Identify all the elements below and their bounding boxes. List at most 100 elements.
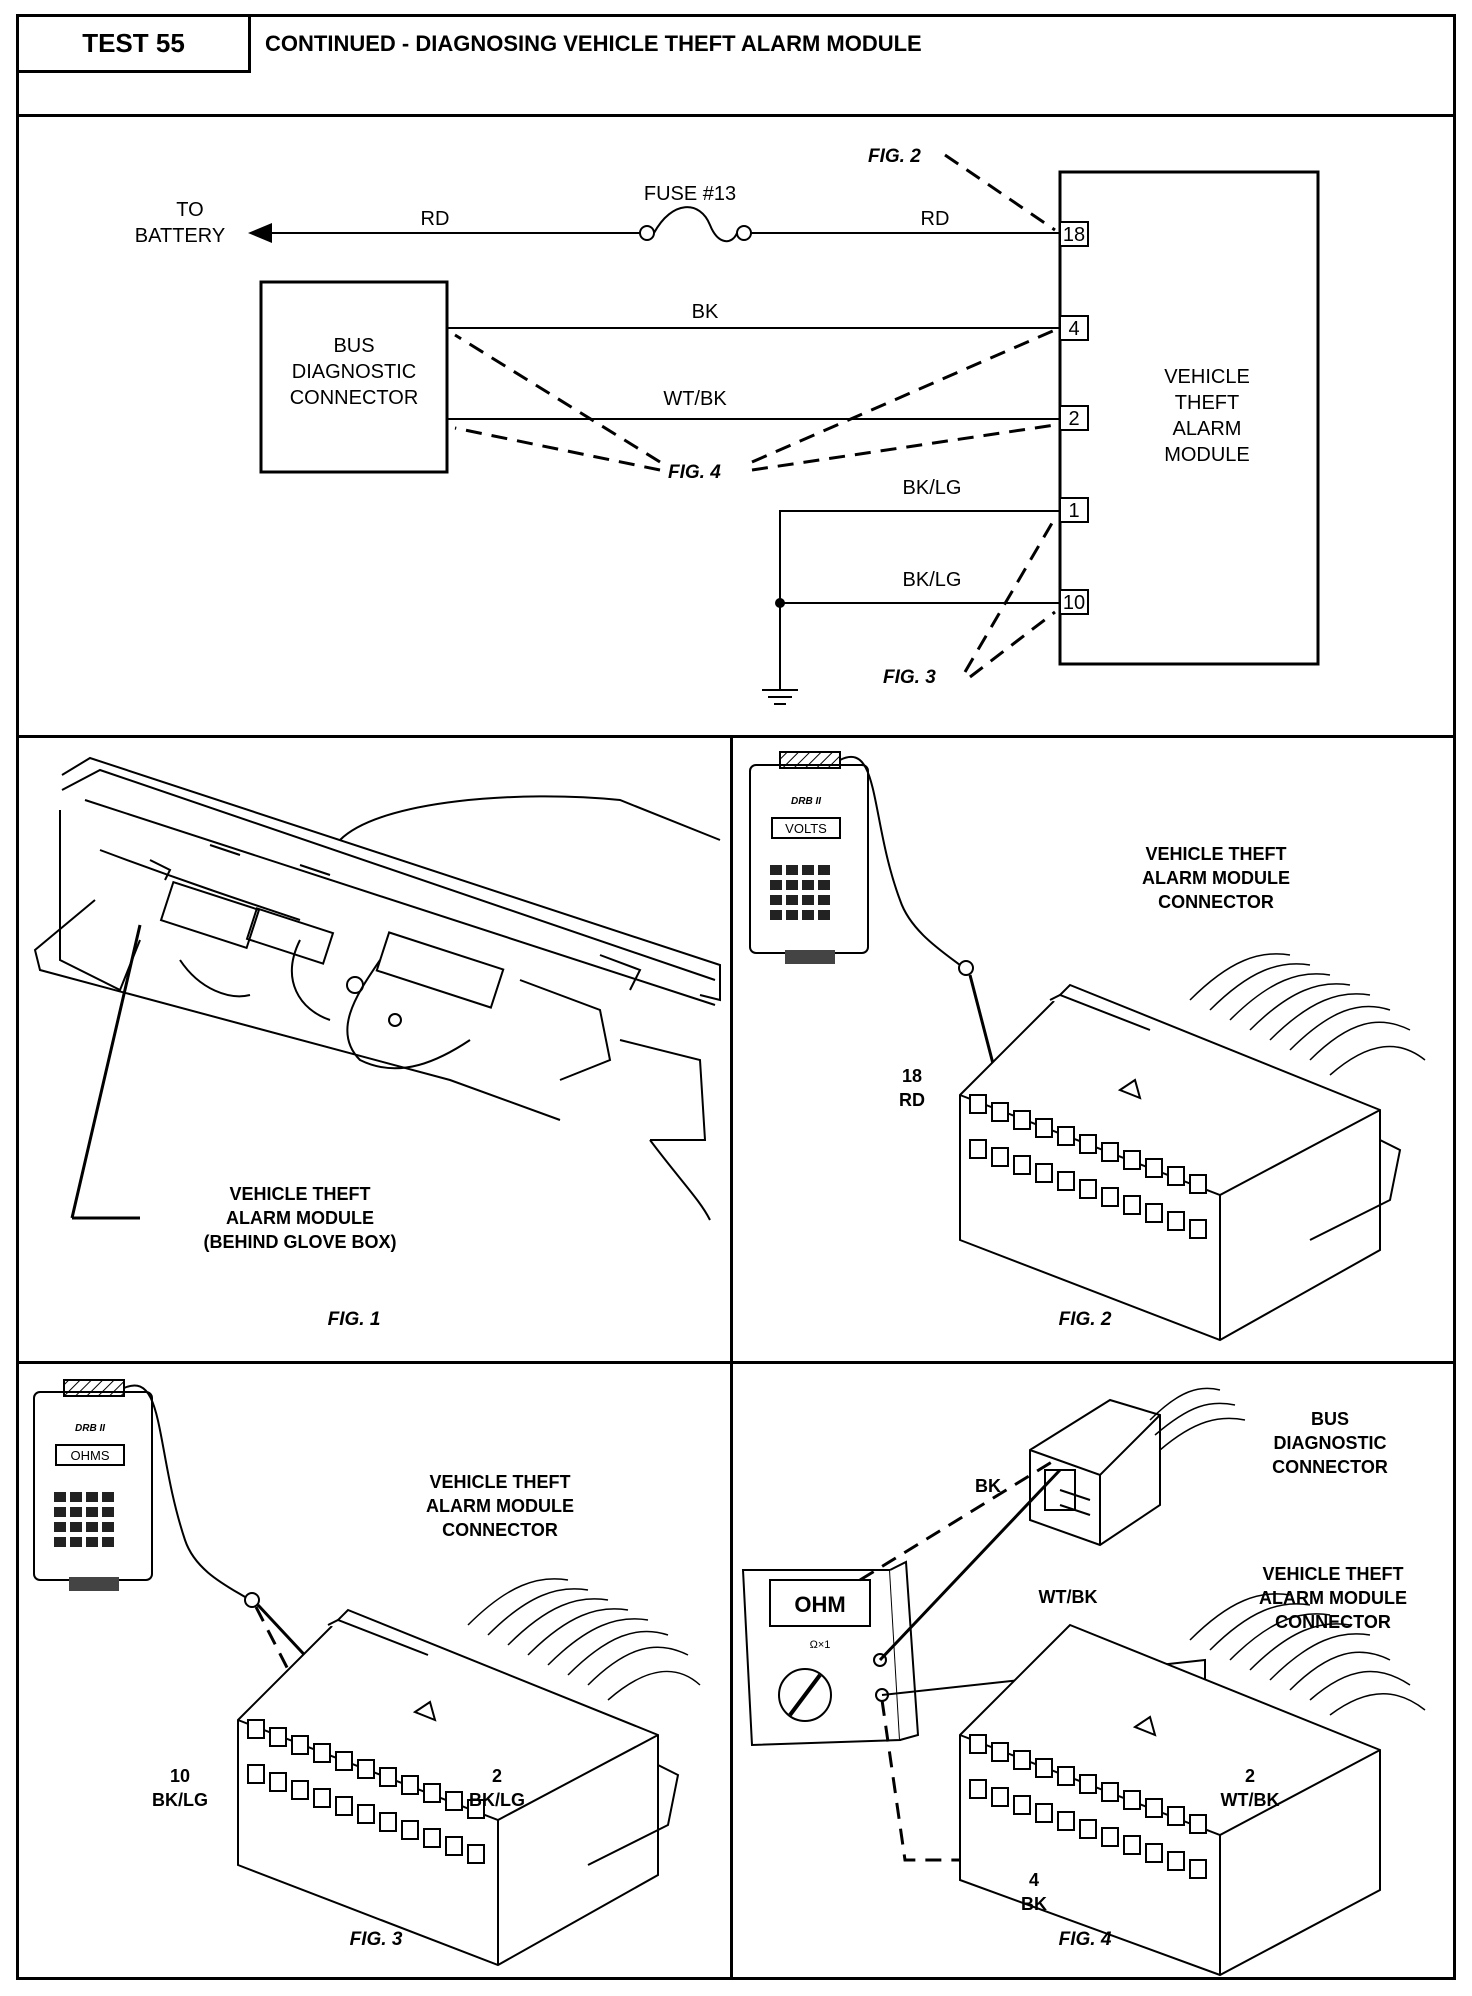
fig2-alarm-module-connector bbox=[959, 953, 1426, 1342]
fig4-wtbk-label: WT/BK bbox=[1039, 1587, 1098, 1607]
fig4-pin-b-number: 4 bbox=[1029, 1870, 1039, 1890]
svg-text:4: 4 bbox=[1068, 318, 1079, 340]
fig3-pin-a-number: 10 bbox=[170, 1766, 190, 1786]
fig4-bus-label-1: BUS bbox=[1311, 1409, 1349, 1429]
fig4-pin-b-color: BK bbox=[1021, 1894, 1047, 1914]
fig2-meter-brand: DRB II bbox=[791, 796, 821, 807]
pin-2: 2 bbox=[1059, 405, 1089, 431]
svg-text:2: 2 bbox=[1068, 408, 1079, 430]
pin-4: 4 bbox=[1059, 315, 1089, 341]
fig4-bk-label: BK bbox=[975, 1476, 1001, 1496]
fig2-caption: FIG. 2 bbox=[1059, 1309, 1112, 1330]
fuse-terminal-right bbox=[736, 225, 752, 241]
fig4-ohmmeter: OHM Ω×1 bbox=[741, 1560, 920, 1747]
fig1-callout-2: ALARM MODULE bbox=[226, 1208, 374, 1228]
fig3-pin-row bbox=[247, 1719, 485, 1864]
wire-rd-right-label: RD bbox=[921, 208, 950, 230]
svg-text:1: 1 bbox=[1068, 500, 1079, 522]
wiring-schematic: TO BATTERY RD FUSE #13 RD BUS DIAGNOSTIC… bbox=[135, 146, 1320, 705]
fig3-meter-mode: OHMS bbox=[71, 1448, 110, 1463]
fig4-caption: FIG. 4 bbox=[1059, 1929, 1112, 1950]
meter-connector-icon bbox=[63, 1379, 125, 1397]
fig4-pin-a-number: 2 bbox=[1245, 1766, 1255, 1786]
fig3-connector-label-2: ALARM MODULE bbox=[426, 1496, 574, 1516]
pin-1: 1 bbox=[1059, 497, 1089, 523]
fig2-leader bbox=[944, 153, 1056, 232]
wire-bklg-label-2: BK/LG bbox=[903, 569, 962, 591]
bus-diagnostic-connector-box bbox=[259, 280, 449, 474]
fuse-label: FUSE #13 bbox=[644, 183, 736, 205]
pin-18: 18 bbox=[1059, 221, 1089, 247]
fig3-meter-brand: DRB II bbox=[75, 1423, 105, 1434]
fig4-pin-row bbox=[969, 1734, 1207, 1879]
row-divider bbox=[19, 1361, 1453, 1364]
fig2-wire-bundle bbox=[1189, 953, 1426, 1076]
fig2-connector-label-1: VEHICLE THEFT bbox=[1145, 844, 1286, 864]
fig4-connector-label-1: VEHICLE THEFT bbox=[1262, 1564, 1403, 1584]
fig4-connector-label-3: CONNECTOR bbox=[1275, 1612, 1391, 1632]
fig4-alarm-module-connector bbox=[959, 1593, 1426, 1977]
fuse-icon bbox=[653, 206, 738, 243]
fig4-bus-label-2: DIAGNOSTIC bbox=[1273, 1433, 1386, 1453]
splice-dot bbox=[775, 598, 785, 608]
fig3-leaders bbox=[963, 517, 1057, 679]
fig4-bus-label-3: CONNECTOR bbox=[1272, 1457, 1388, 1477]
fig1-callout-3: (BEHIND GLOVE BOX) bbox=[203, 1232, 396, 1252]
fig3-reference: FIG. 3 bbox=[883, 667, 936, 688]
fig3-connector-label-3: CONNECTOR bbox=[442, 1520, 558, 1540]
fig3-wire-bundle bbox=[467, 1578, 701, 1701]
wire-wtbk-label: WT/BK bbox=[663, 388, 727, 410]
vehicle-theft-alarm-module-box bbox=[1058, 170, 1320, 666]
fig3-caption: FIG. 3 bbox=[350, 1929, 403, 1950]
fig1-dashboard-illustration bbox=[33, 756, 721, 1221]
fig4-connector-label-2: ALARM MODULE bbox=[1259, 1588, 1407, 1608]
bus-label-3: CONNECTOR bbox=[290, 387, 419, 409]
fig2-pin-row bbox=[969, 1094, 1207, 1239]
pin-10: 10 bbox=[1059, 589, 1089, 615]
header-divider bbox=[19, 114, 1453, 117]
fig4-pin-a-color: WT/BK bbox=[1221, 1790, 1280, 1810]
schematic-divider bbox=[19, 735, 1453, 738]
meter-connector-icon bbox=[779, 751, 841, 769]
fig4-wire-bundle bbox=[1189, 1593, 1426, 1716]
module-label-4: MODULE bbox=[1164, 444, 1250, 466]
wire-bk-label: BK bbox=[692, 301, 719, 323]
module-label-1: VEHICLE bbox=[1164, 366, 1250, 388]
fig2-connector-label-2: ALARM MODULE bbox=[1142, 868, 1290, 888]
column-divider bbox=[730, 735, 733, 1980]
bklg-wire-1 bbox=[779, 510, 1060, 690]
fig4-bus-diagnostic-connector bbox=[1029, 1387, 1246, 1547]
module-label-2: THEFT bbox=[1175, 392, 1239, 414]
wire-bklg-label-1: BK/LG bbox=[903, 477, 962, 499]
fig1-callout-1: VEHICLE THEFT bbox=[229, 1184, 370, 1204]
fig2-drb-meter: VOLTS DRB II bbox=[749, 751, 869, 964]
page-title: CONTINUED - DIAGNOSING VEHICLE THEFT ALA… bbox=[265, 31, 922, 56]
test-number: TEST 55 bbox=[19, 17, 251, 73]
svg-text:10: 10 bbox=[1063, 592, 1085, 614]
fuse-terminal-left bbox=[639, 225, 655, 241]
fig3-pin-b-color: BK/LG bbox=[469, 1790, 525, 1810]
fig2-meter-mode: VOLTS bbox=[785, 821, 827, 836]
fig2-pin-color: RD bbox=[899, 1090, 925, 1110]
fig3-drb-meter: OHMS DRB II bbox=[33, 1379, 153, 1591]
fig1-caption: FIG. 1 bbox=[328, 1309, 381, 1330]
fig2-connector-label-3: CONNECTOR bbox=[1158, 892, 1274, 912]
fig3-alarm-module-connector bbox=[237, 1578, 701, 1967]
bus-label-1: BUS bbox=[333, 335, 374, 357]
bus-label-2: DIAGNOSTIC bbox=[292, 361, 416, 383]
fig4-reference: FIG. 4 bbox=[668, 462, 721, 483]
fig2-reference: FIG. 2 bbox=[868, 146, 921, 167]
svg-text:18: 18 bbox=[1063, 224, 1085, 246]
fig4-meter-range: Ω×1 bbox=[810, 1639, 831, 1651]
fig2-pin-number: 18 bbox=[902, 1066, 922, 1086]
fig4-meter-mode: OHM bbox=[794, 1592, 845, 1617]
to-battery-label-2: BATTERY bbox=[135, 225, 225, 247]
wire-rd-left-label: RD bbox=[421, 208, 450, 230]
fig3-pin-a-color: BK/LG bbox=[152, 1790, 208, 1810]
fig4-leaders bbox=[454, 328, 1056, 472]
meter-keypad-icon bbox=[54, 1492, 114, 1547]
fig3-pin-b-number: 2 bbox=[492, 1766, 502, 1786]
to-battery-label-1: TO bbox=[176, 199, 203, 221]
test-page: TEST 55 CONTINUED - DIAGNOSING VEHICLE T… bbox=[16, 14, 1456, 1980]
